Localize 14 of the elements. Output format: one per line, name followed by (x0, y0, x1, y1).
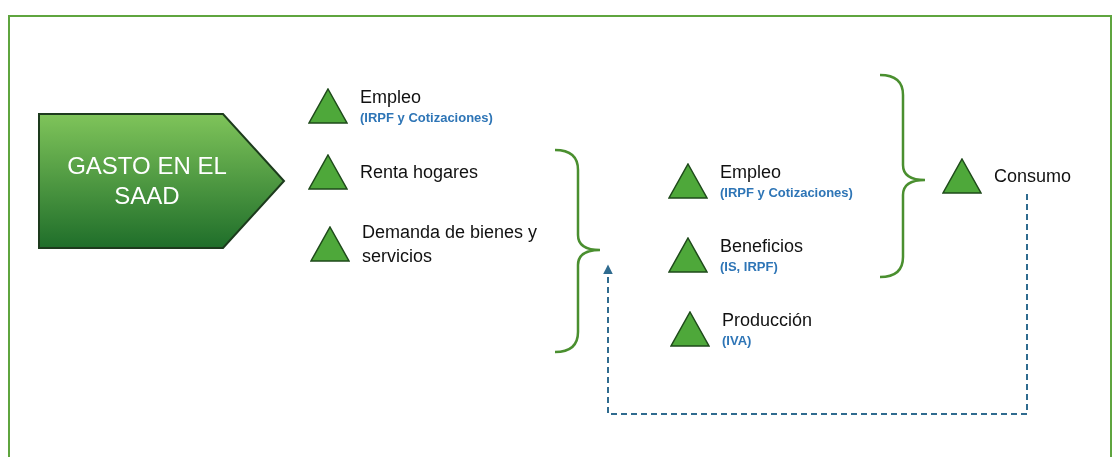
node-label: Consumo (994, 165, 1072, 188)
dashed-arrow (603, 193, 1028, 415)
node-label: GASTO EN EL SAAD (66, 151, 228, 211)
pentagon-arrow (38, 113, 286, 249)
node-label: Empleo (360, 86, 423, 109)
tax-note: (IS, IRPF) (720, 258, 779, 276)
node-label: Producción (722, 309, 813, 332)
tax-note: (IVA) (722, 332, 753, 350)
tax-note: (IRPF y Cotizaciones) (360, 109, 493, 127)
node-label: Beneficios (720, 235, 804, 258)
tax-note: (IRPF y Cotizaciones) (720, 184, 853, 202)
node-label: Empleo (720, 161, 783, 184)
node-label: Demanda de bienes y servicios (362, 221, 539, 268)
node-label: Renta hogares (360, 161, 479, 184)
